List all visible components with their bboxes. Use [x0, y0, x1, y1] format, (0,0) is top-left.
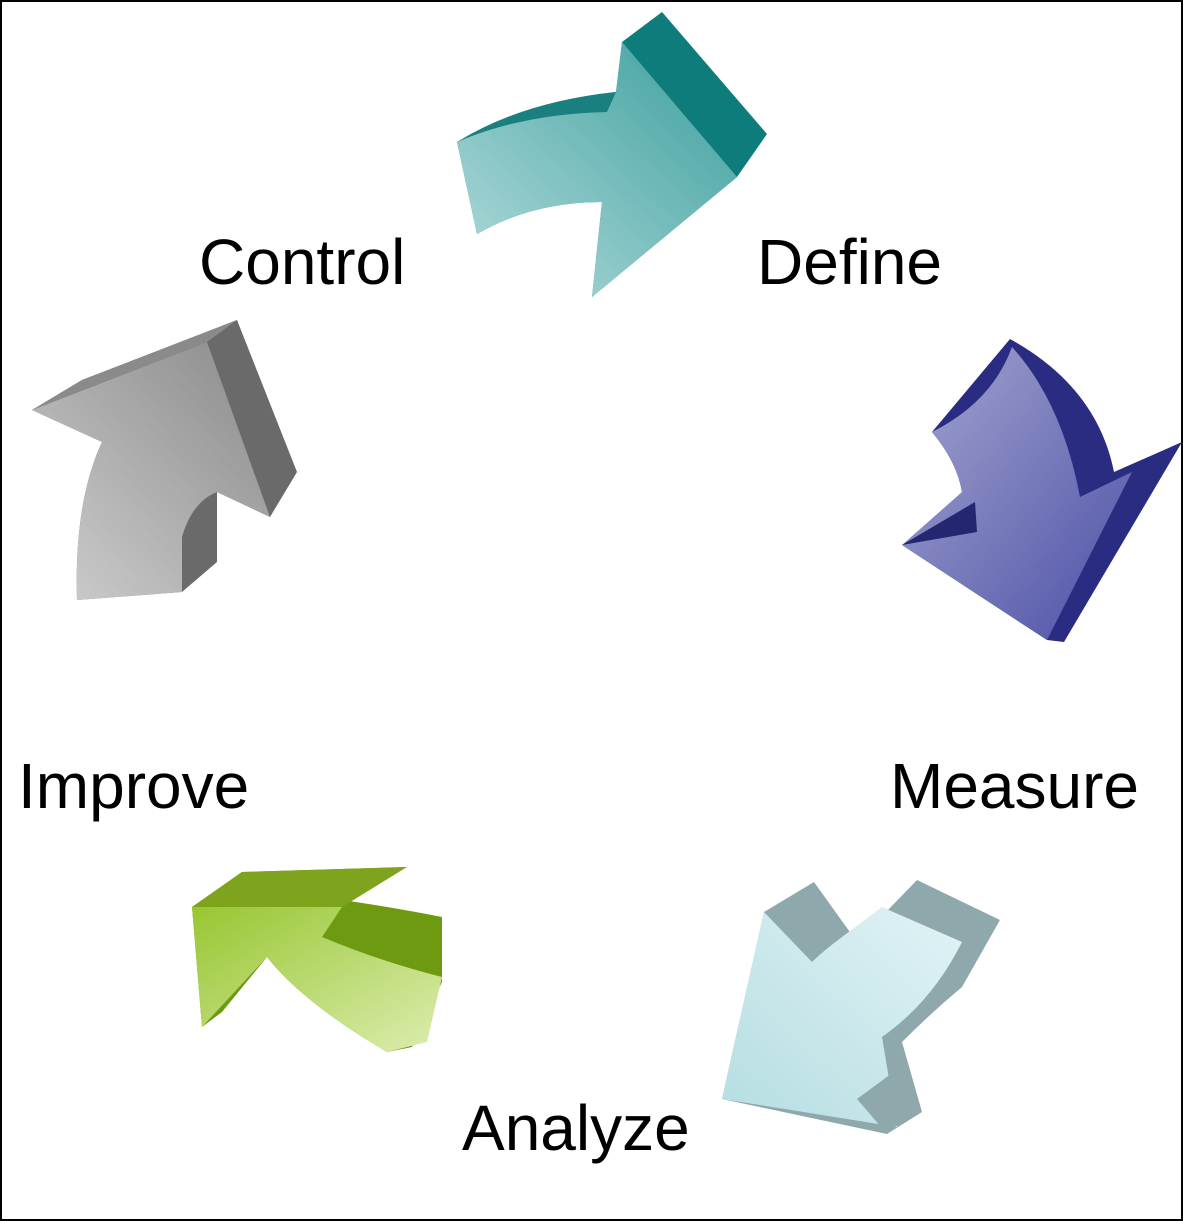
analyze-arrow-icon: [722, 880, 1000, 1134]
step-label-control: Control: [199, 226, 406, 298]
measure-arrow-icon: [902, 339, 1182, 642]
step-label-measure: Measure: [890, 750, 1139, 822]
control-arrow-icon: [32, 320, 297, 600]
step-label-analyze: Analyze: [462, 1092, 690, 1164]
improve-arrow-icon: [192, 867, 442, 1052]
step-label-define: Define: [757, 226, 942, 298]
step-label-improve: Improve: [18, 750, 250, 822]
define-arrow-icon: [457, 12, 767, 297]
